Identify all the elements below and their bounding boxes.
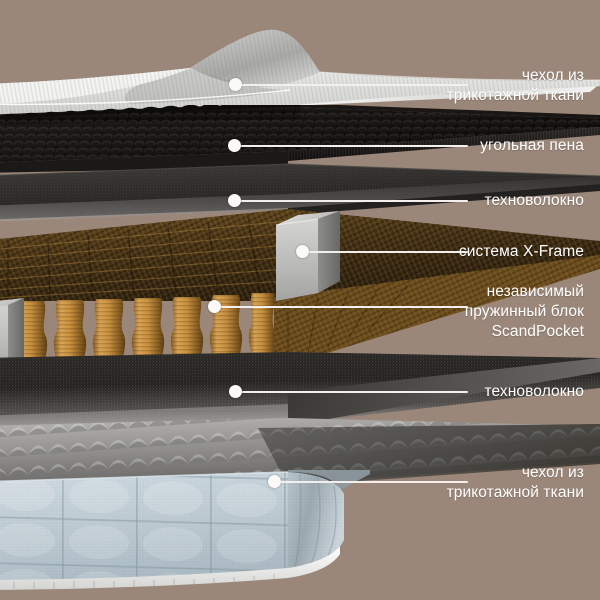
label-techno-fibre-lower: техноволокно	[484, 383, 584, 400]
callout-line-techno-fibre-upper	[241, 200, 468, 202]
x-frame-block-left	[0, 298, 24, 373]
callout-dot-techno-fibre-lower	[229, 385, 242, 398]
callout-dot-knit-cover-bottom	[268, 475, 281, 488]
callout-line-knit-cover-bottom	[281, 481, 468, 483]
callout-dot-charcoal-foam	[228, 139, 241, 152]
callout-dot-techno-fibre-upper	[228, 194, 241, 207]
callout-dot-knit-cover-top	[229, 78, 242, 91]
label-techno-fibre-upper: техноволокно	[484, 192, 584, 209]
layer-charcoal-foam	[0, 99, 600, 173]
layer-knit-cover-top	[0, 20, 600, 115]
callout-line-pocket-springs	[221, 306, 468, 308]
label-pocket-springs: независимый пружинный блок ScandPocket	[464, 283, 584, 340]
label-charcoal-foam: угольная пена	[480, 137, 584, 154]
label-x-frame: система X-Frame	[458, 243, 584, 260]
callout-line-charcoal-foam	[241, 145, 468, 147]
callout-dot-x-frame	[296, 245, 309, 258]
layer-techno-fibre-upper	[0, 160, 600, 222]
callout-dot-pocket-springs	[208, 300, 221, 313]
label-knit-cover-top: чехол из трикотажной ткани	[446, 67, 584, 104]
layer-knit-cover-bottom	[0, 464, 600, 600]
callout-line-techno-fibre-lower	[242, 391, 468, 393]
callout-line-x-frame	[309, 251, 468, 253]
label-knit-cover-bottom: чехол из трикотажной ткани	[446, 464, 584, 501]
callout-line-knit-cover-top	[242, 84, 468, 86]
